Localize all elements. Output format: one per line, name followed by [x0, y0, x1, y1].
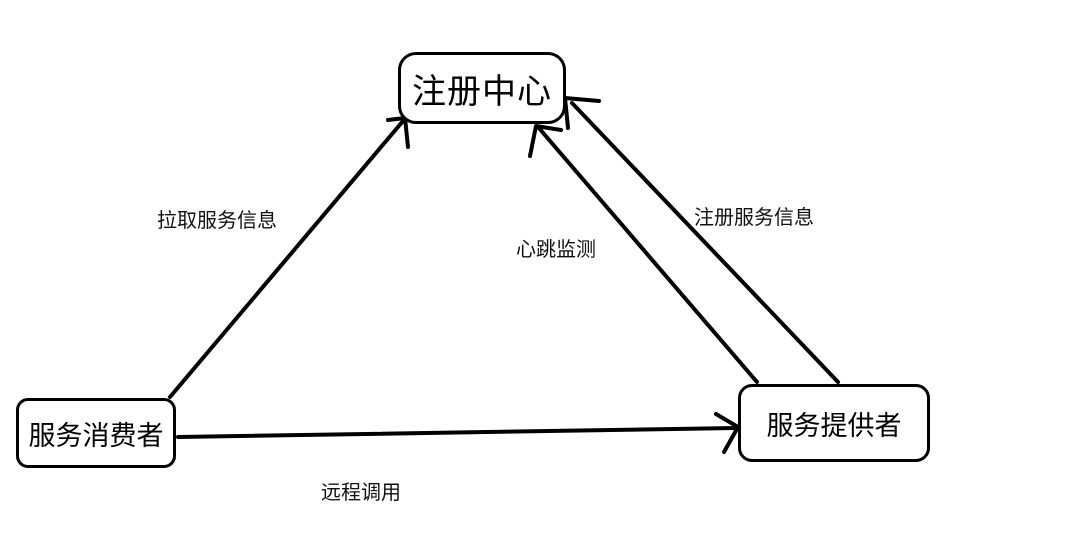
node-service-consumer: 服务消费者 [16, 398, 176, 468]
arrow-remote-call [176, 412, 740, 454]
arrow-pull-service-info [168, 116, 410, 399]
edge-label-heartbeat: 心跳监测 [516, 237, 596, 261]
arrow-register-service-info [563, 96, 840, 384]
edge-label-remote-call: 远程调用 [321, 480, 401, 504]
arrow-heartbeat [528, 124, 759, 384]
node-service-provider-label: 服务提供者 [766, 410, 902, 442]
node-registry-center-label: 注册中心 [412, 71, 552, 112]
node-service-provider: 服务提供者 [738, 384, 930, 462]
edge-label-register-service-info: 注册服务信息 [694, 205, 814, 229]
node-registry-center: 注册中心 [398, 52, 566, 124]
edge-label-pull-service-info: 拉取服务信息 [157, 208, 277, 232]
node-service-consumer-label: 服务消费者 [28, 420, 164, 452]
